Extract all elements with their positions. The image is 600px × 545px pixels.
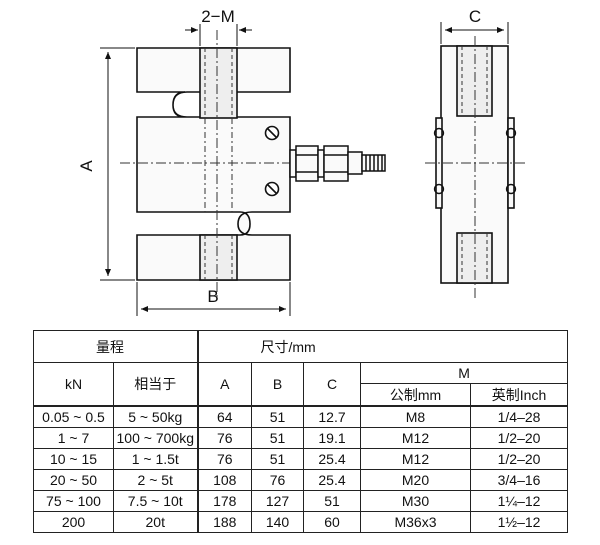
screw-top bbox=[264, 125, 280, 141]
cell-b: 51 bbox=[251, 427, 304, 449]
cell-c: 51 bbox=[303, 490, 361, 512]
spec-table: 量程 尺寸/mm kN 相当于 A B C M 公制mm 英制Inch 0.05… bbox=[33, 330, 569, 533]
cell-kn: 10 ~ 15 bbox=[33, 448, 114, 470]
cell-c: 12.7 bbox=[303, 405, 361, 428]
cell-a: 76 bbox=[197, 427, 252, 449]
header-range: 量程 bbox=[33, 330, 199, 363]
cell-b: 140 bbox=[251, 511, 304, 533]
header-size: 尺寸/mm bbox=[196, 330, 569, 363]
cell-b: 127 bbox=[251, 490, 304, 512]
table-row: 20 ~ 50 2 ~ 5t 108 76 25.4 M20 3/4–16 bbox=[33, 469, 569, 491]
table-row: 1 ~ 7 100 ~ 700kg 76 51 19.1 M12 1/2–20 bbox=[33, 427, 569, 449]
cell-equiv: 7.5 ~ 10t bbox=[113, 490, 199, 512]
label-a: A bbox=[77, 160, 96, 172]
header-c: C bbox=[303, 362, 361, 407]
cell-equiv: 2 ~ 5t bbox=[113, 469, 199, 491]
header-b: B bbox=[251, 362, 304, 407]
cell-imperial: 1½–12 bbox=[469, 511, 569, 533]
cell-imperial: 1/2–20 bbox=[469, 427, 569, 449]
cell-equiv: 20t bbox=[113, 511, 199, 533]
cell-c: 25.4 bbox=[303, 448, 361, 470]
cell-metric: M8 bbox=[360, 405, 471, 428]
load-cell-body bbox=[136, 47, 291, 281]
cell-equiv: 5 ~ 50kg bbox=[113, 405, 199, 428]
header-equiv: 相当于 bbox=[113, 362, 199, 407]
front-view bbox=[136, 47, 291, 281]
header-metric: 公制mm bbox=[360, 383, 471, 407]
cell-b: 51 bbox=[251, 448, 304, 470]
header-m: M bbox=[359, 362, 569, 384]
cell-c: 60 bbox=[303, 511, 361, 533]
dimension-b bbox=[136, 282, 291, 316]
table-row: 10 ~ 15 1 ~ 1.5t 76 51 25.4 M12 1/2–20 bbox=[33, 448, 569, 470]
cell-kn: 200 bbox=[33, 511, 114, 533]
cell-imperial: 1/2–20 bbox=[469, 448, 569, 470]
cell-metric: M12 bbox=[360, 427, 471, 449]
top-thread-hole bbox=[199, 47, 238, 119]
table-row: 200 20t 188 140 60 M36x3 1½–12 bbox=[33, 511, 569, 533]
cell-kn: 75 ~ 100 bbox=[33, 490, 114, 512]
dimension-a bbox=[100, 47, 135, 281]
cell-imperial: 1¼–12 bbox=[469, 490, 569, 512]
header-kn: kN bbox=[33, 362, 114, 407]
cell-equiv: 1 ~ 1.5t bbox=[113, 448, 199, 470]
cell-equiv: 100 ~ 700kg bbox=[113, 427, 199, 449]
cell-b: 51 bbox=[251, 405, 304, 428]
label-b: B bbox=[207, 287, 218, 306]
cable-connector bbox=[289, 145, 386, 182]
cell-c: 25.4 bbox=[303, 469, 361, 491]
cell-metric: M20 bbox=[360, 469, 471, 491]
cell-imperial: 1/4–28 bbox=[469, 405, 569, 428]
cell-c: 19.1 bbox=[303, 427, 361, 449]
dimension-c bbox=[440, 22, 509, 44]
cell-metric: M30 bbox=[360, 490, 471, 512]
label-c: C bbox=[469, 7, 481, 26]
label-m: 2−M bbox=[201, 7, 235, 26]
cell-metric: M12 bbox=[360, 448, 471, 470]
table-row: 75 ~ 100 7.5 ~ 10t 178 127 51 M30 1¼–12 bbox=[33, 490, 569, 512]
cell-a: 76 bbox=[197, 448, 252, 470]
bottom-thread-hole bbox=[199, 234, 238, 281]
header-a: A bbox=[197, 362, 252, 407]
cell-kn: 0.05 ~ 0.5 bbox=[33, 405, 114, 428]
cell-imperial: 3/4–16 bbox=[469, 469, 569, 491]
cell-b: 76 bbox=[251, 469, 304, 491]
table-row: 0.05 ~ 0.5 5 ~ 50kg 64 51 12.7 M8 1/4–28 bbox=[33, 405, 569, 428]
technical-drawing: A B 2−M C bbox=[77, 7, 525, 316]
cell-kn: 1 ~ 7 bbox=[33, 427, 114, 449]
cell-a: 64 bbox=[197, 405, 252, 428]
cell-metric: M36x3 bbox=[360, 511, 471, 533]
cell-a: 108 bbox=[197, 469, 252, 491]
cell-a: 188 bbox=[197, 511, 252, 533]
cell-a: 178 bbox=[197, 490, 252, 512]
screw-bottom bbox=[264, 181, 280, 197]
header-imperial: 英制Inch bbox=[469, 383, 569, 407]
dimension-m bbox=[185, 24, 252, 46]
cell-kn: 20 ~ 50 bbox=[33, 469, 114, 491]
